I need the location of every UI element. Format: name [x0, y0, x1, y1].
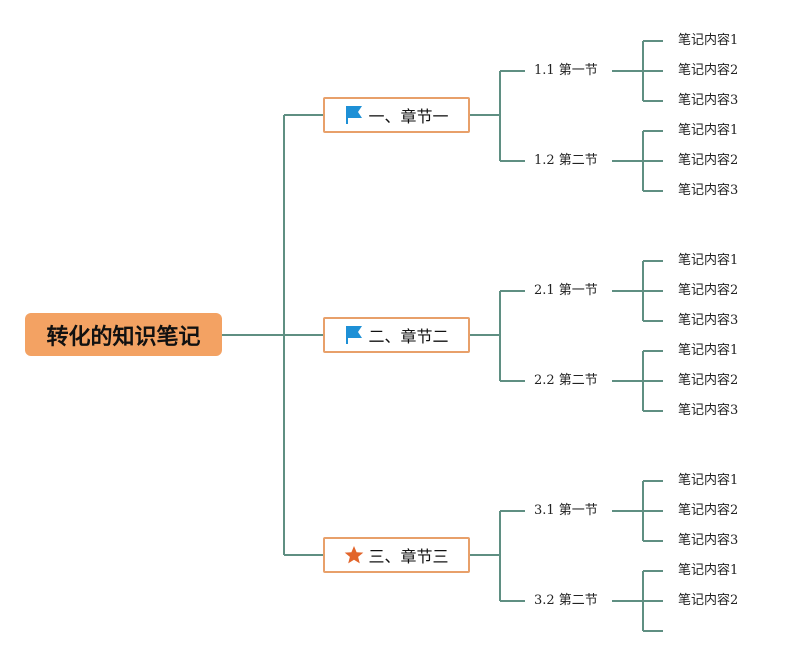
leaf-node[interactable]: 笔记内容1 [678, 473, 739, 488]
section-node[interactable]: 1.1 第一节 [534, 63, 598, 78]
leaf-node[interactable]: 笔记内容1 [678, 343, 739, 358]
leaf-node[interactable]: 笔记内容3 [678, 183, 739, 198]
star-icon [344, 545, 364, 565]
section-node[interactable]: 3.2 第二节 [534, 593, 598, 608]
leaf-node[interactable]: 笔记内容1 [678, 33, 739, 48]
leaf-node[interactable]: 笔记内容1 [678, 253, 739, 268]
leaf-node[interactable]: 笔记内容1 [678, 563, 739, 578]
flag-icon [344, 105, 364, 125]
chapter-label: 三、章节三 [368, 547, 449, 566]
leaf-node[interactable]: 笔记内容1 [678, 123, 739, 138]
chapter-node[interactable]: 二、章节二 [323, 317, 470, 353]
section-node[interactable]: 2.1 第一节 [534, 283, 598, 298]
chapter-node[interactable]: 三、章节三 [323, 537, 470, 573]
chapter-label: 一、章节一 [368, 107, 449, 126]
flag-icon [344, 325, 364, 345]
section-node[interactable]: 2.2 第二节 [534, 373, 598, 388]
chapter-label: 二、章节二 [368, 327, 449, 346]
section-node[interactable]: 3.1 第一节 [534, 503, 598, 518]
leaf-node[interactable]: 笔记内容2 [678, 373, 739, 388]
leaf-node[interactable]: 笔记内容2 [678, 63, 739, 78]
leaf-node[interactable]: 笔记内容2 [678, 283, 739, 298]
leaf-node[interactable]: 笔记内容3 [678, 313, 739, 328]
leaf-node[interactable]: 笔记内容3 [678, 403, 739, 418]
root-label: 转化的知识笔记 [46, 324, 201, 350]
chapter-node[interactable]: 一、章节一 [323, 97, 470, 133]
leaf-node[interactable]: 笔记内容2 [678, 593, 739, 608]
leaf-node[interactable]: 笔记内容3 [678, 93, 739, 108]
leaf-node[interactable]: 笔记内容3 [678, 533, 739, 548]
leaf-node[interactable]: 笔记内容2 [678, 503, 739, 518]
leaf-node[interactable]: 笔记内容2 [678, 153, 739, 168]
root-node[interactable]: 转化的知识笔记 [25, 313, 222, 356]
section-node[interactable]: 1.2 第二节 [534, 153, 598, 168]
